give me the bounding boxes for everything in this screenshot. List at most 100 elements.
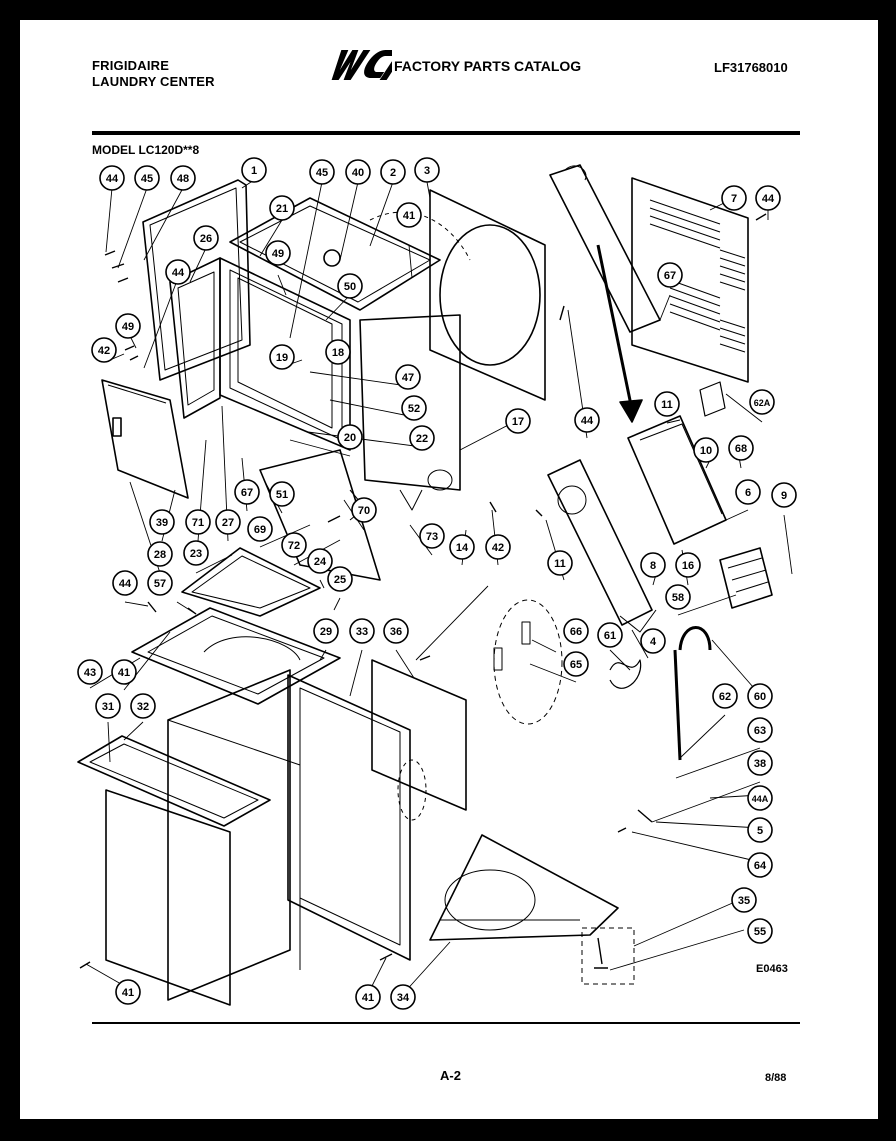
callout-label: 42	[98, 345, 110, 357]
callout-bubble	[349, 618, 375, 644]
callout-bubble	[307, 548, 333, 574]
callout-bubble	[721, 185, 747, 211]
callout-label: 11	[554, 558, 566, 570]
callout-bubble	[147, 570, 173, 596]
callout-label: 66	[570, 626, 582, 638]
brand-block: FRIGIDAIRE LAUNDRY CENTER	[92, 58, 215, 90]
callout-bubble	[281, 532, 307, 558]
callout-label: 61	[604, 630, 616, 642]
parts-sheet: FRIGIDAIRE LAUNDRY CENTER FACTORY PARTS …	[20, 20, 878, 1119]
callout-bubble	[547, 550, 573, 576]
catalog-number: LF31768010	[714, 60, 788, 75]
callout-label: 34	[397, 992, 410, 1004]
callout-bubble	[735, 479, 761, 505]
callout-bubble	[115, 313, 141, 339]
model-label: MODEL LC120D**8	[92, 143, 200, 157]
callout-bubble	[747, 717, 773, 743]
callout-bubble	[147, 541, 173, 567]
callout-bubble	[309, 159, 335, 185]
page-number: A-2	[440, 1068, 461, 1083]
callout-bubble	[193, 225, 219, 251]
callout-bubble	[712, 683, 738, 709]
callout-label: 73	[426, 531, 438, 543]
callout-bubble	[95, 693, 121, 719]
catalog-title: FACTORY PARTS CATALOG	[394, 58, 582, 74]
brand-name: FRIGIDAIRE	[92, 58, 170, 73]
wci-logo	[331, 50, 392, 80]
callout-bubble	[355, 984, 381, 1010]
duct-part	[549, 164, 661, 333]
side-panel-part	[359, 314, 461, 491]
cabinet-side-part	[287, 674, 411, 961]
callout-bubble	[640, 628, 666, 654]
callout-label: 14	[456, 542, 469, 554]
access-panel-part	[371, 659, 467, 811]
callout-label: 50	[344, 281, 356, 293]
callout-bubble	[380, 159, 406, 185]
callout-bubble	[749, 389, 775, 415]
callout-bubble	[563, 651, 589, 677]
direction-arrow	[619, 399, 643, 423]
callout-bubble	[337, 273, 363, 299]
callout-bubble	[99, 165, 125, 191]
door-panel-part	[101, 379, 189, 499]
callout-bubble	[693, 437, 719, 463]
callout-bubble	[747, 817, 773, 843]
callout-bubble	[269, 195, 295, 221]
callout-label: 16	[682, 560, 694, 572]
callout-label: 44	[106, 173, 119, 185]
callout-bubble	[383, 618, 409, 644]
callout-label: 39	[156, 517, 168, 529]
callout-label: 22	[416, 433, 428, 445]
product-line: LAUNDRY CENTER	[92, 74, 215, 89]
callout-label: 64	[754, 860, 767, 872]
callout-label: 41	[118, 667, 130, 679]
callout-bubble	[327, 566, 353, 592]
callout-bubble	[657, 262, 683, 288]
callout-bubble	[325, 339, 351, 365]
callout-label: 60	[754, 691, 766, 703]
washer-top-part	[131, 607, 341, 705]
callout-bubble	[747, 683, 773, 709]
rear-bulkhead-part	[429, 189, 546, 401]
callout-label: 52	[408, 403, 420, 415]
callout-bubble	[485, 534, 511, 560]
callout-label: 51	[276, 489, 288, 501]
callout-label: 33	[356, 626, 368, 638]
callout-label: 72	[288, 540, 300, 552]
callout-bubble	[149, 509, 175, 535]
callout-label: 8	[650, 560, 656, 572]
callout-label: 36	[390, 626, 402, 638]
callout-label: 35	[738, 895, 750, 907]
callout-label: 5	[757, 825, 763, 837]
callout-label: 45	[316, 167, 328, 179]
callout-label: 29	[320, 626, 332, 638]
callout-bubble	[419, 523, 445, 549]
callout-bubble	[396, 202, 422, 228]
front-panel-part	[219, 257, 351, 451]
callout-label: 63	[754, 725, 766, 737]
callout-bubble	[728, 435, 754, 461]
callout-bubble	[337, 424, 363, 450]
base-part	[429, 834, 619, 941]
hose-part	[678, 626, 712, 651]
detail-box	[581, 927, 635, 985]
callout-label: 2	[390, 167, 396, 179]
cabinet-part	[167, 669, 291, 1001]
callout-label: 49	[272, 248, 284, 260]
print-date: 8/88	[765, 1072, 787, 1084]
callout-bubble	[265, 240, 291, 266]
callout-label: 6	[745, 487, 751, 499]
lower-front-part	[105, 789, 231, 1006]
callout-label: 32	[137, 701, 149, 713]
callout-bubble	[115, 979, 141, 1005]
callout-bubble	[134, 165, 160, 191]
top-panel-hole	[323, 249, 341, 267]
callout-bubble	[414, 157, 440, 183]
callout-bubble	[313, 618, 339, 644]
callout-label: 10	[700, 445, 712, 457]
callout-label: 31	[102, 701, 114, 713]
callout-bubble	[449, 534, 475, 560]
callout-label: 67	[664, 270, 676, 282]
callout-label: 44	[119, 578, 132, 590]
